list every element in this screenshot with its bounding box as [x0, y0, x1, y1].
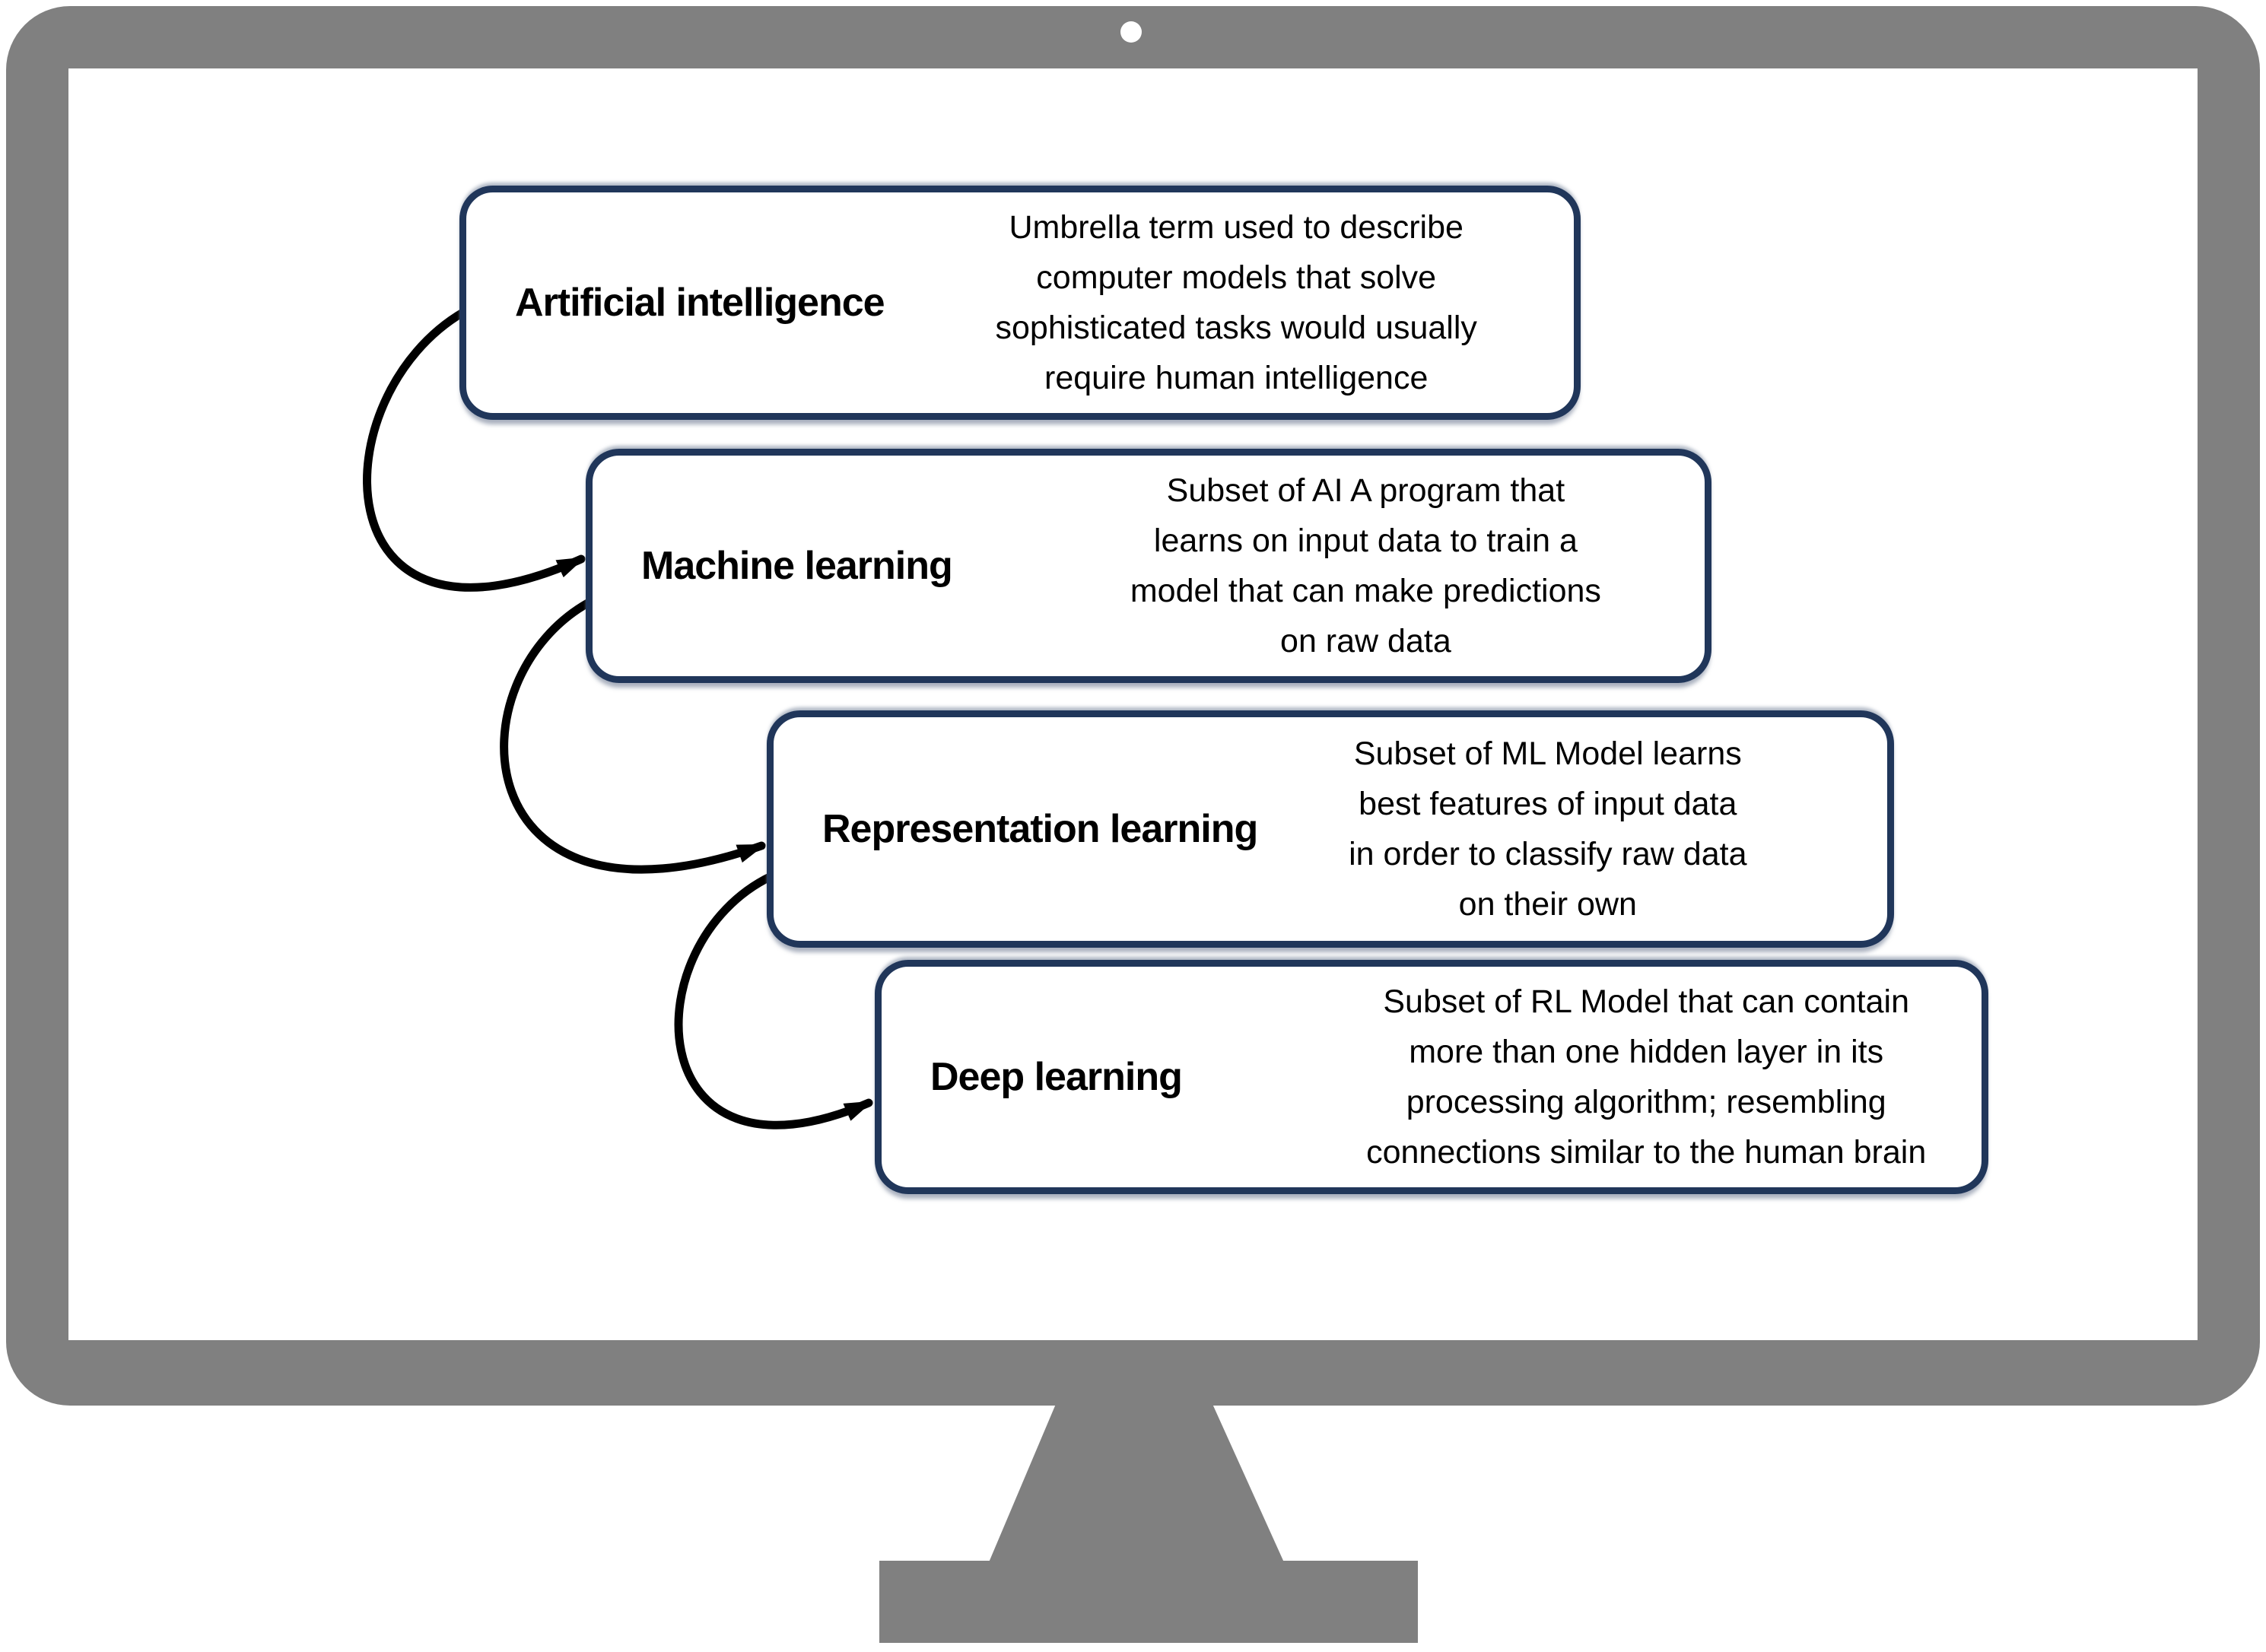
- description-line: connections similar to the human brain: [1366, 1134, 1927, 1171]
- description-line: on raw data: [1280, 623, 1451, 659]
- connector-ml-to-rl-arrow: [500, 596, 766, 874]
- description-line: processing algorithm; resembling: [1406, 1084, 1886, 1120]
- box-title: Deep learning: [930, 1055, 1183, 1099]
- description-line: in order to classify raw data: [1349, 836, 1747, 872]
- description-line: computer models that solve: [1036, 259, 1437, 296]
- concept-box-machine-learning: Machine learning Subset of AI A program …: [586, 449, 1711, 683]
- connector-rl-to-dl-arrow: [674, 872, 873, 1129]
- description-line: require human intelligence: [1044, 360, 1429, 396]
- box-description: Subset of ML Model learns best features …: [1219, 717, 1887, 941]
- description-line: Subset of RL Model that can contain: [1383, 983, 1909, 1020]
- box-description: Subset of AI A program that learns on in…: [1038, 456, 1705, 676]
- description-line: Subset of AI A program that: [1166, 472, 1565, 509]
- description-line: model that can make predictions: [1130, 573, 1601, 609]
- box-description: Subset of RL Model that can contain more…: [1321, 967, 1982, 1187]
- connector-ai-to-ml-arrow: [363, 307, 586, 592]
- box-title: Artificial intelligence: [515, 281, 885, 325]
- description-line: more than one hidden layer in its: [1409, 1034, 1884, 1070]
- connector-arrows: [363, 307, 873, 1129]
- box-description: Umbrella term used to describe computer …: [909, 192, 1574, 413]
- monitor-screen: Artificial intelligence Umbrella term us…: [68, 68, 2198, 1340]
- description-line: on their own: [1458, 886, 1637, 923]
- description-line: Umbrella term used to describe: [1009, 209, 1464, 246]
- concept-box-deep-learning: Deep learning Subset of RL Model that ca…: [875, 960, 1988, 1194]
- box-title: Machine learning: [641, 544, 953, 588]
- description-line: Subset of ML Model learns: [1353, 735, 1742, 772]
- monitor-stand-neck: [989, 1404, 1284, 1562]
- box-title: Representation learning: [822, 807, 1258, 851]
- description-line: learns on input data to train a: [1153, 523, 1578, 559]
- webcam-dot: [1120, 21, 1142, 43]
- concept-box-artificial-intelligence: Artificial intelligence Umbrella term us…: [459, 186, 1581, 420]
- description-line: best features of input data: [1359, 786, 1737, 822]
- concept-box-representation-learning: Representation learning Subset of ML Mod…: [767, 710, 1894, 948]
- description-line: sophisticated tasks would usually: [995, 310, 1477, 346]
- monitor-stand-base: [879, 1561, 1418, 1643]
- monitor-bezel: Artificial intelligence Umbrella term us…: [6, 6, 2260, 1406]
